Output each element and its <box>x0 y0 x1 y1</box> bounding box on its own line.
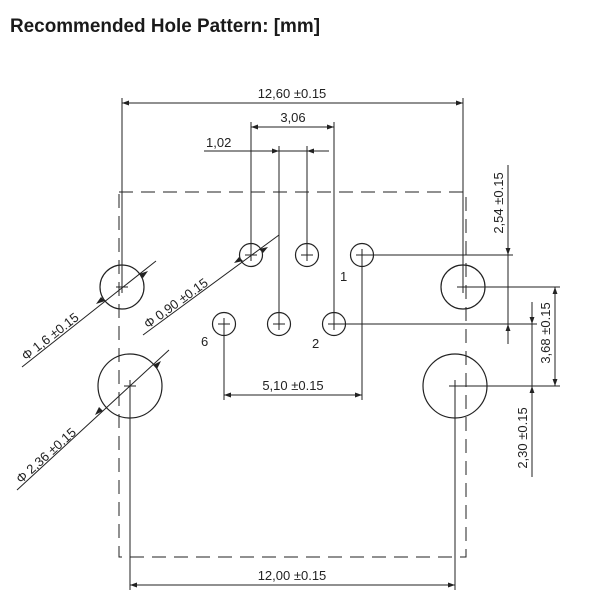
pin-label-1: 1 <box>340 269 347 284</box>
dim-pin-diameter: Φ 0,90 ±0.15 <box>141 275 211 331</box>
pin-label-2: 2 <box>312 336 319 351</box>
dim-small-mount-diameter: Φ 1,6 ±0.15 <box>19 310 82 364</box>
dim-pin-pitch: 1,02 <box>206 135 231 150</box>
dim-mount-vertical: 3,68 ±0.15 <box>538 302 553 363</box>
dim-overall-top: 12,60 ±0.15 <box>258 86 327 101</box>
pin-holes <box>211 242 375 337</box>
dim-mount-offset: 2,30 ±0.15 <box>515 407 530 468</box>
dim-overall-bottom: 12,00 ±0.15 <box>258 568 327 583</box>
dim-pin-span: 3,06 <box>280 110 305 125</box>
pin-label-6: 6 <box>201 334 208 349</box>
dim-row-offset: 2,54 ±0.15 <box>491 172 506 233</box>
component-outline <box>118 191 467 558</box>
dim-pin-span-bottom: 5,10 ±0.15 <box>262 378 323 393</box>
page-title: Recommended Hole Pattern: [mm] <box>10 16 320 37</box>
dim-large-mount-diameter: Φ 2,36 ±0.15 <box>13 425 79 487</box>
